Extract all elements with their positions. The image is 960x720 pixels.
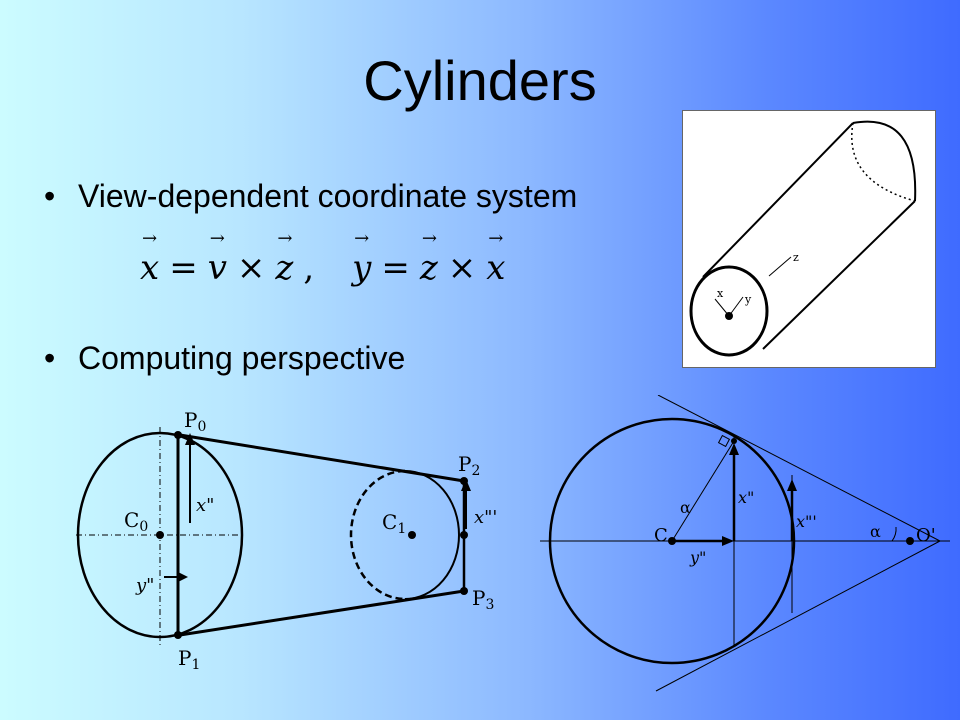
cross-product-equations: x=v×z,y=z×x: [140, 228, 505, 288]
cylinder-back-cap-hidden: [851, 122, 916, 202]
eq-equals: =: [169, 248, 198, 288]
slide-title: Cylinders: [363, 49, 597, 112]
axis-x-label: x: [717, 287, 724, 300]
x2-arrowhead: [185, 433, 195, 445]
cylinder-figure: x y z: [682, 110, 936, 368]
label-y2: y": [135, 575, 154, 596]
label-x2: x": [196, 495, 214, 516]
eq-times-2: ×: [447, 248, 477, 288]
eq-times: ×: [236, 248, 266, 288]
right-perspective-diagram: C O' α α x" y" x"': [540, 395, 950, 692]
point-p3: [460, 587, 468, 595]
cylinder-svg: x y z: [689, 120, 917, 357]
y2-arrowhead: [722, 536, 734, 546]
lower-tangent: [655, 540, 941, 692]
far-ellipse-visible: [404, 470, 460, 600]
bullet-text: View-dependent coordinate system: [78, 178, 578, 214]
point-c: [668, 537, 676, 545]
alpha-arc-right: [891, 526, 897, 542]
label-o: O': [916, 525, 936, 546]
y2-arrowhead: [178, 572, 188, 582]
label-c0: C0: [124, 508, 148, 535]
eq-x-vector: x: [140, 228, 159, 288]
point-p1: [174, 631, 182, 639]
label-p0: P0: [184, 408, 206, 435]
label-c: C: [654, 525, 668, 546]
label-p2: P2: [458, 452, 480, 479]
label-alpha-left: α: [680, 498, 691, 517]
eq-x-vector-2: x: [486, 228, 505, 288]
upper-tangent: [657, 395, 941, 542]
point-p2: [460, 477, 468, 485]
axis-z-line: [768, 256, 792, 277]
label-p3: P3: [472, 586, 494, 613]
right-angle-marker: [717, 434, 731, 448]
point-o: [906, 537, 914, 545]
point-p0: [174, 431, 182, 439]
bullet-dot: •: [44, 178, 56, 214]
cylinder-bottom-edge: [762, 200, 916, 350]
label-alpha-right: α: [870, 522, 881, 541]
label-y2: y": [689, 548, 706, 567]
eq-y-vector: y: [352, 228, 371, 288]
bullet-coordinate-system: • View-dependent coordinate system: [44, 178, 577, 215]
eq-comma: ,: [303, 248, 315, 288]
point-tangent: [731, 438, 737, 444]
left-perspective-diagram: P0 P1 P2 P3 C0 C1 x" y" x"': [76, 408, 497, 673]
cylinder-back-cap-visible: [852, 120, 917, 202]
point-c0: [156, 531, 164, 539]
axis-y-label: y: [744, 293, 752, 306]
bullet-dot: •: [44, 340, 56, 376]
cylinder-center-dot: [725, 312, 733, 320]
axis-z-label: z: [793, 251, 799, 264]
label-p1: P1: [178, 646, 200, 673]
bullet-perspective: • Computing perspective: [44, 340, 405, 377]
bullet-text: Computing perspective: [78, 340, 406, 376]
label-c1: C1: [382, 510, 406, 537]
eq-z-vector: z: [275, 228, 293, 288]
x2-arrowhead: [729, 443, 739, 455]
radius-line: [671, 440, 735, 542]
far-ellipse-hidden: [349, 469, 406, 601]
label-x2: x": [738, 488, 754, 507]
point-tangent-mid: [460, 531, 468, 539]
x3-arrowhead: [461, 479, 471, 491]
eq-equals-2: =: [381, 248, 410, 288]
point-c1: [408, 531, 416, 539]
label-x3: x"': [796, 512, 817, 531]
x3-arrowhead: [787, 479, 797, 491]
eq-z-vector-2: z: [420, 228, 438, 288]
tangent-bottom: [179, 589, 465, 637]
cylinder-top-edge: [702, 122, 854, 278]
label-x3: x"': [474, 507, 497, 528]
eq-v-vector: v: [208, 228, 227, 288]
cylinder-front-cap: [689, 265, 769, 357]
